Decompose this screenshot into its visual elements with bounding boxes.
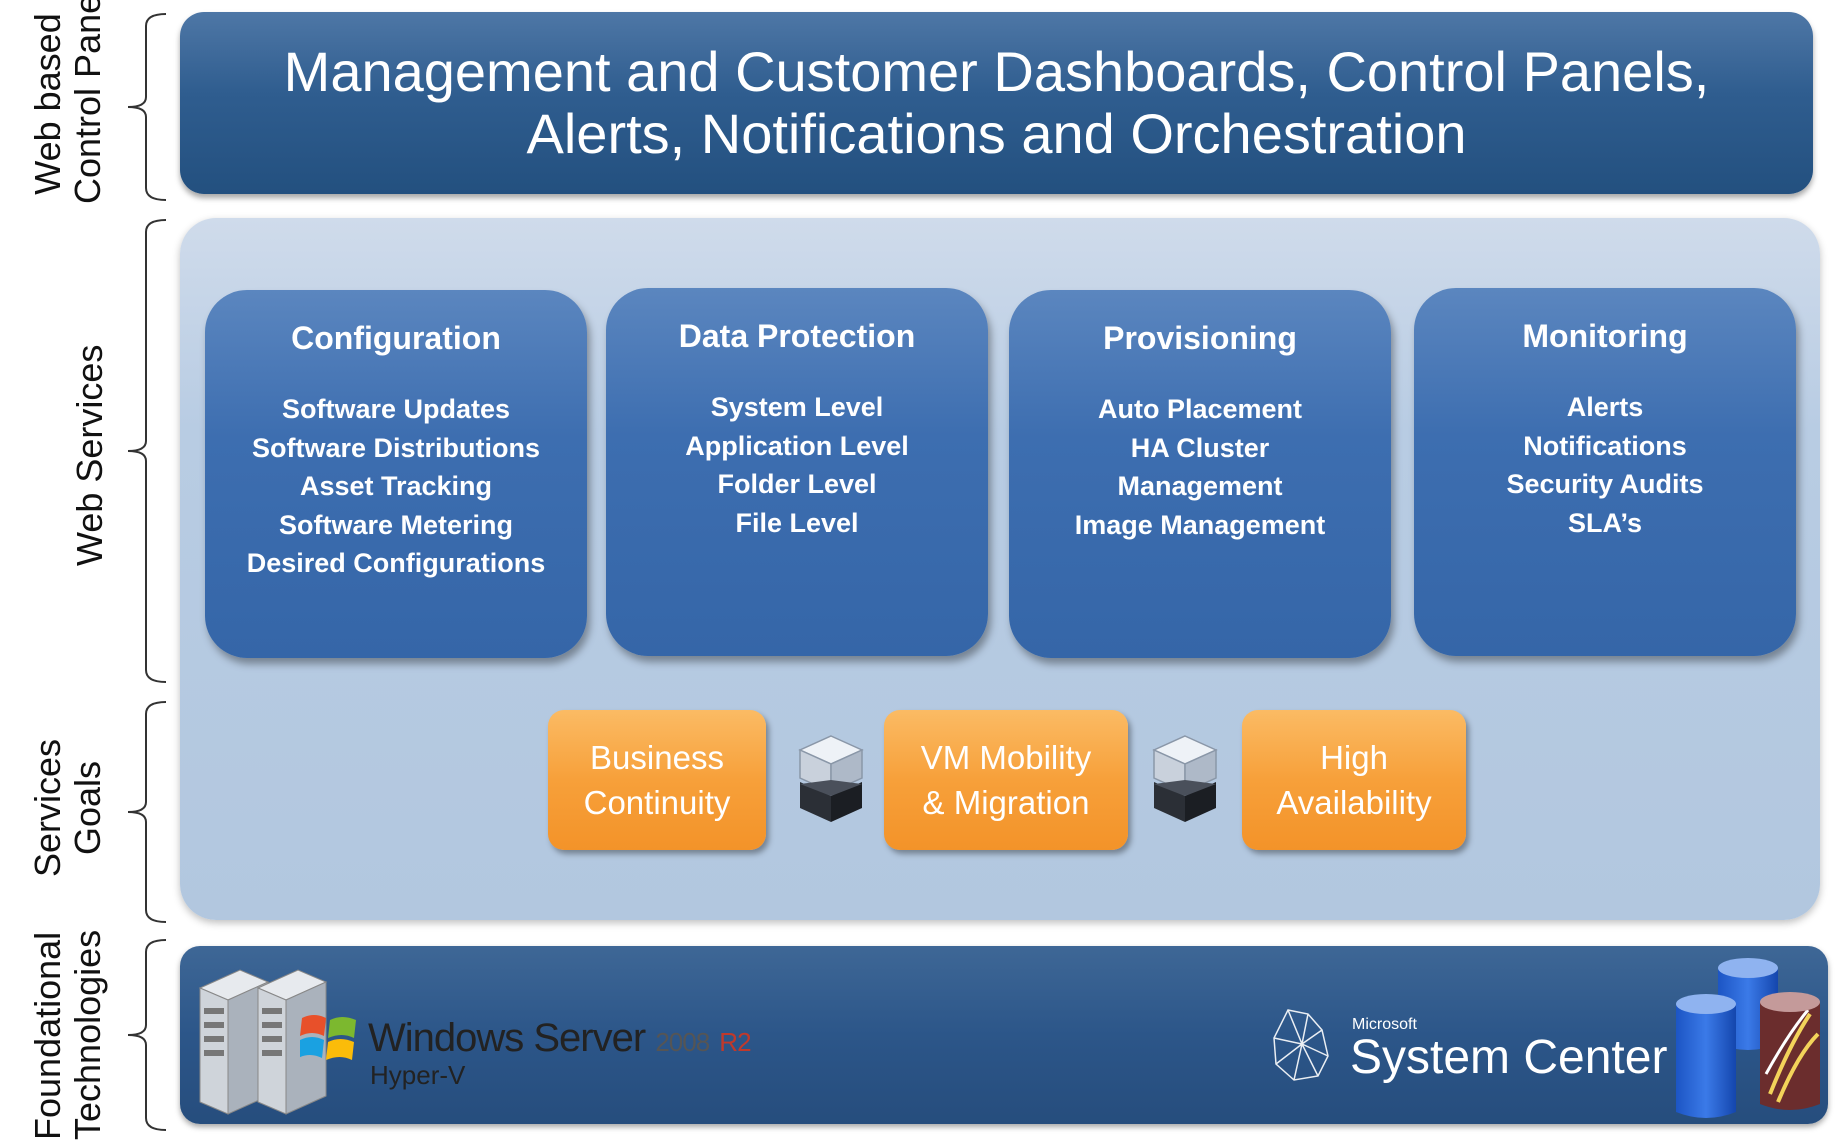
control-panel-banner: Management and Customer Dashboards, Cont… <box>180 12 1813 194</box>
side-label-foundational-technologies: Foundational Technologies <box>27 929 108 1140</box>
microsoft-label: Microsoft <box>1352 1016 1417 1033</box>
card-title: Provisioning <box>1103 320 1297 356</box>
side-label-web-services: Web Services <box>69 344 110 566</box>
card-item: Folder Level <box>717 469 877 499</box>
side-label-line: Goals <box>67 760 108 856</box>
windows-flag-icon <box>300 1015 356 1060</box>
side-label-line: Services <box>27 738 68 878</box>
card-title: Data Protection <box>678 318 916 354</box>
side-label-web-control-panel: Web based Control Panel <box>27 0 108 204</box>
windows-server-year: 2008 <box>655 1027 710 1057</box>
card-item: Image Management <box>1074 509 1326 540</box>
server-tower-icon <box>198 969 328 1115</box>
card-item: System Level <box>710 392 884 422</box>
goal-line: Business <box>590 739 724 776</box>
card-title: Monitoring <box>1522 318 1688 354</box>
server-stack-icon <box>798 735 864 822</box>
bracket-web-control <box>127 13 167 201</box>
goal-business-continuity: Business Continuity <box>548 710 766 850</box>
banner-line-2: Alerts, Notifications and Orchestration <box>526 102 1467 165</box>
bracket-services-goals <box>127 701 167 923</box>
goal-line: & Migration <box>922 784 1090 821</box>
banner-line-1: Management and Customer Dashboards, Cont… <box>283 40 1710 103</box>
database-icon <box>1676 958 1820 1118</box>
card-item: Alerts <box>1566 392 1644 422</box>
foundational-technologies-panel <box>180 946 1828 1124</box>
side-label-line: Web based <box>27 13 68 195</box>
goal-line: High <box>1320 739 1388 776</box>
card-item: Asset Tracking <box>299 471 493 501</box>
goal-vm-mobility-migration: VM Mobility & Migration <box>884 710 1128 850</box>
side-label-line: Foundational <box>27 931 68 1140</box>
side-label-line: Web Services <box>69 344 110 566</box>
windows-server-name: Windows Server <box>368 1016 646 1060</box>
card-title: Configuration <box>291 320 501 356</box>
card-item-list: Software Updates Software Distributions … <box>205 390 587 583</box>
card-item: SLA’s <box>1567 507 1643 538</box>
goal-line: VM Mobility <box>920 739 1092 776</box>
service-card-monitoring: Monitoring Alerts Notifications Security… <box>1414 288 1796 656</box>
card-item: Application Level <box>685 430 909 461</box>
windows-server-logo-text: Windows Server 2008 R2 <box>368 1016 752 1061</box>
side-label-services-goals: Services Goals <box>27 708 108 908</box>
bracket-web-services <box>127 219 167 683</box>
system-center-mesh-icon <box>1273 1009 1329 1081</box>
card-item: Security Audits <box>1506 469 1704 499</box>
service-card-provisioning: Provisioning Auto Placement HA Cluster M… <box>1009 290 1391 658</box>
windows-server-r2: R2 <box>719 1027 751 1057</box>
bracket-foundational <box>127 939 167 1131</box>
system-center-label: System Center <box>1350 1031 1668 1084</box>
card-item: Notifications <box>1523 430 1687 461</box>
goal-high-availability: High Availability <box>1242 710 1466 850</box>
card-item: Management <box>1117 471 1283 501</box>
card-item: Desired Configurations <box>246 548 546 578</box>
goal-line: Availability <box>1276 784 1432 821</box>
goal-line: Continuity <box>583 784 731 821</box>
card-item-list: System Level Application Level Folder Le… <box>606 388 988 542</box>
card-item: File Level <box>735 507 859 538</box>
hyper-v-label: Hyper-V <box>370 1060 466 1090</box>
card-item-list: Alerts Notifications Security Audits SLA… <box>1414 388 1796 542</box>
card-item: Software Updates <box>281 394 511 424</box>
card-item: HA Cluster <box>1130 432 1270 463</box>
service-card-data-protection: Data Protection System Level Application… <box>606 288 988 656</box>
card-item: Software Distributions <box>251 432 541 463</box>
side-label-line: Technologies <box>67 929 108 1140</box>
card-item: Auto Placement <box>1097 394 1303 424</box>
side-label-line: Control Panel <box>67 0 108 204</box>
card-item-list: Auto Placement HA Cluster Management Ima… <box>1009 390 1391 544</box>
server-stack-icon <box>1152 735 1218 822</box>
service-card-configuration: Configuration Software Updates Software … <box>205 290 587 658</box>
card-item: Software Metering <box>278 509 514 540</box>
